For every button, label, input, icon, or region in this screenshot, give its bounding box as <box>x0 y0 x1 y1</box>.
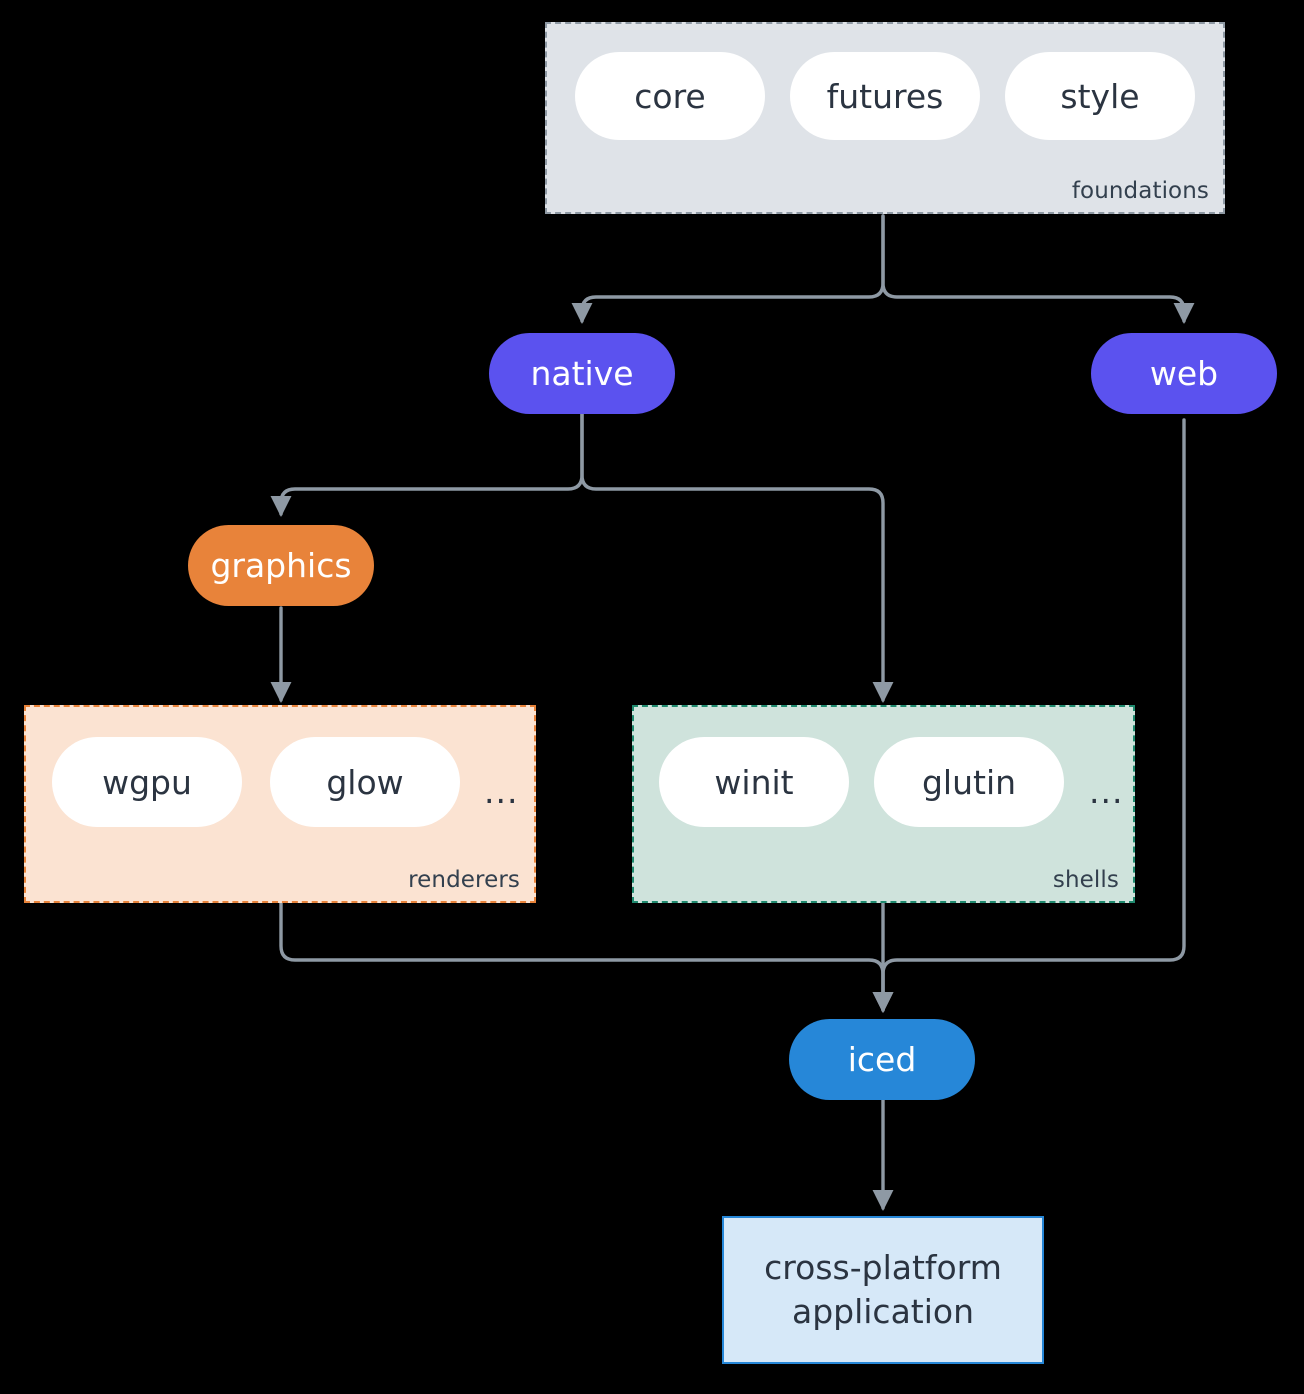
node-cross-platform-application[interactable]: cross-platform application <box>722 1216 1044 1364</box>
node-wgpu[interactable]: wgpu <box>52 737 242 827</box>
application-line-1: cross-platform <box>764 1248 1002 1288</box>
group-foundations-label: foundations <box>1071 178 1209 204</box>
node-glutin[interactable]: glutin <box>874 737 1064 827</box>
shells-more-ellipsis: ... <box>1089 772 1124 811</box>
group-foundations[interactable]: core futures style foundations <box>545 22 1225 214</box>
node-graphics[interactable]: graphics <box>188 525 374 606</box>
node-iced[interactable]: iced <box>789 1019 975 1100</box>
node-style[interactable]: style <box>1005 52 1195 140</box>
edge-foundations-web <box>881 214 1195 324</box>
application-line-2: application <box>791 1292 975 1331</box>
node-glow[interactable]: glow <box>270 737 460 827</box>
group-shells-label: shells <box>1052 867 1119 893</box>
node-native-label: native <box>530 354 634 393</box>
node-web-label: web <box>1149 354 1219 393</box>
node-native[interactable]: native <box>489 333 675 414</box>
edge-native-shells <box>580 412 894 703</box>
node-core-label: core <box>634 76 706 116</box>
edge-renderers-iced <box>279 901 894 1013</box>
node-futures-label: futures <box>826 76 944 116</box>
group-renderers-label: renderers <box>408 867 520 893</box>
edge-native-graphics <box>270 412 584 517</box>
node-style-label: style <box>1060 76 1140 116</box>
node-iced-label: iced <box>847 1040 917 1079</box>
node-glutin-label: glutin <box>921 762 1017 802</box>
renderers-more-ellipsis: ... <box>484 772 519 811</box>
node-winit-label: winit <box>714 762 794 802</box>
node-wgpu-label: wgpu <box>102 762 192 802</box>
edge-foundations-native <box>571 214 885 324</box>
node-core[interactable]: core <box>575 52 765 140</box>
node-graphics-label: graphics <box>210 546 352 585</box>
node-futures[interactable]: futures <box>790 52 980 140</box>
group-shells[interactable]: winit glutin ... shells <box>632 705 1135 903</box>
group-renderers[interactable]: wgpu glow ... renderers <box>24 705 536 903</box>
node-winit[interactable]: winit <box>659 737 849 827</box>
edge-web-iced <box>872 418 1186 1013</box>
node-glow-label: glow <box>326 762 404 802</box>
node-web[interactable]: web <box>1091 333 1277 414</box>
